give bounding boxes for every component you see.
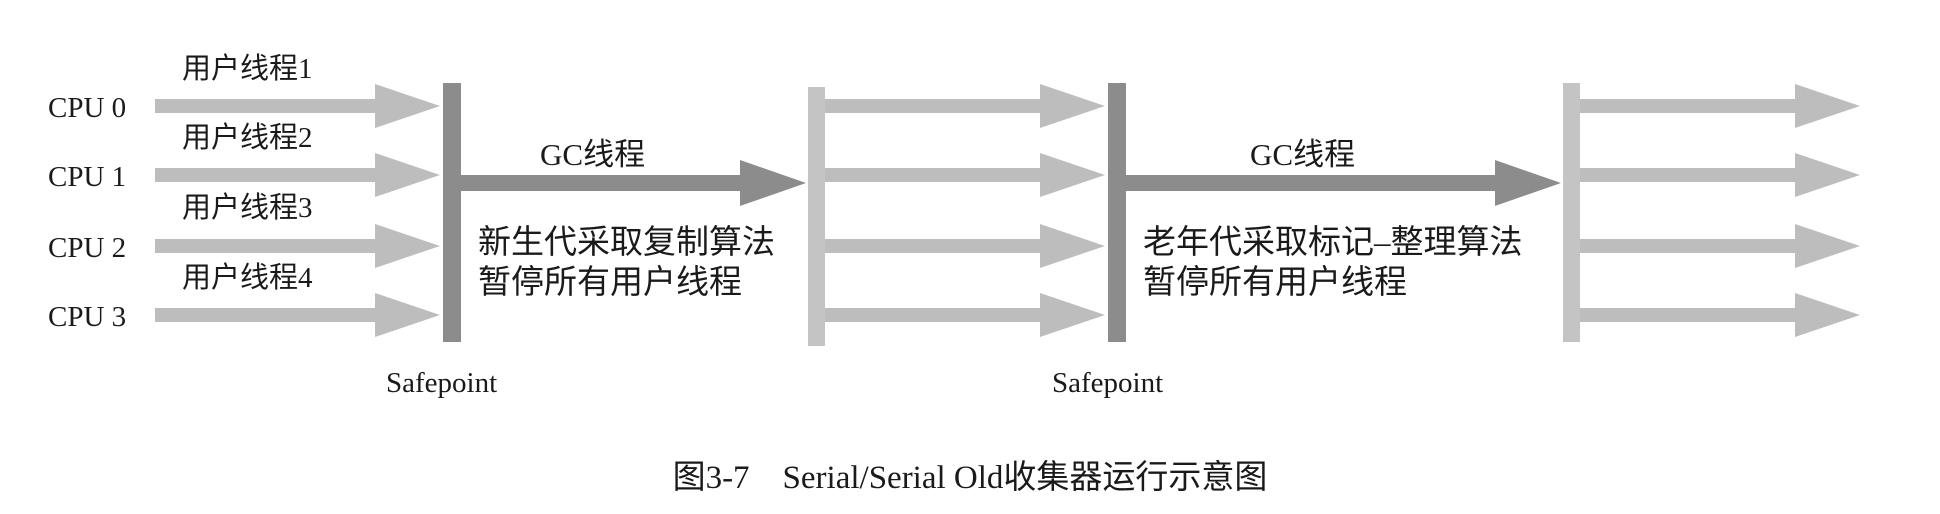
user-arrows-phase-3 xyxy=(1580,84,1860,337)
safepoint-label-1: Safepoint xyxy=(386,367,497,399)
cpu-label-1: CPU 1 xyxy=(48,161,126,193)
resume-bar-1 xyxy=(808,87,825,346)
cpu-label-3: CPU 3 xyxy=(48,301,126,333)
gc-desc-2-line1: 老年代采取标记–整理算法 xyxy=(1143,224,1523,261)
safepoint-label-2: Safepoint xyxy=(1052,367,1163,399)
cpu-labels: CPU 0 CPU 1 CPU 2 CPU 3 xyxy=(48,92,126,333)
user-arrow-cpu2-phase2 xyxy=(825,224,1105,268)
gc-desc-1-line2: 暂停所有用户线程 xyxy=(478,264,742,301)
safepoint-bar-2 xyxy=(1108,83,1126,342)
user-arrow-cpu3-phase3 xyxy=(1580,293,1860,337)
user-arrows-phase-2 xyxy=(825,84,1105,337)
user-arrow-cpu1-phase3 xyxy=(1580,153,1860,197)
gc-thread-arrow-2 xyxy=(1126,160,1561,206)
gc-thread-label-2: GC线程 xyxy=(1250,137,1355,172)
resume-bar-2 xyxy=(1563,83,1580,342)
user-arrow-cpu2-phase1 xyxy=(155,224,440,268)
user-thread-labels: 用户线程1 用户线程2 用户线程3 用户线程4 xyxy=(182,52,313,294)
user-thread-label-1: 用户线程1 xyxy=(182,52,313,85)
user-arrow-cpu2-phase3 xyxy=(1580,224,1860,268)
user-thread-label-4: 用户线程4 xyxy=(182,261,313,294)
user-arrow-cpu3-phase1 xyxy=(155,293,440,337)
gc-desc-1-line1: 新生代采取复制算法 xyxy=(478,224,775,261)
user-arrow-cpu1-phase2 xyxy=(825,153,1105,197)
user-arrow-cpu0-phase1 xyxy=(155,84,440,128)
safepoint-bar-1 xyxy=(443,83,461,342)
user-thread-label-3: 用户线程3 xyxy=(182,191,313,224)
figure-caption: 图3-7 Serial/Serial Old收集器运行示意图 xyxy=(673,459,1268,496)
gc-desc-2-line2: 暂停所有用户线程 xyxy=(1143,264,1407,301)
user-arrow-cpu0-phase3 xyxy=(1580,84,1860,128)
gc-thread-label-1: GC线程 xyxy=(540,137,645,172)
cpu-label-2: CPU 2 xyxy=(48,232,126,264)
user-arrow-cpu3-phase2 xyxy=(825,293,1105,337)
cpu-label-0: CPU 0 xyxy=(48,92,126,124)
user-thread-label-2: 用户线程2 xyxy=(182,121,313,154)
user-arrow-cpu0-phase2 xyxy=(825,84,1105,128)
user-arrows-phase-1 xyxy=(155,84,440,337)
gc-thread-arrow-1 xyxy=(461,160,806,206)
user-arrow-cpu1-phase1 xyxy=(155,153,440,197)
